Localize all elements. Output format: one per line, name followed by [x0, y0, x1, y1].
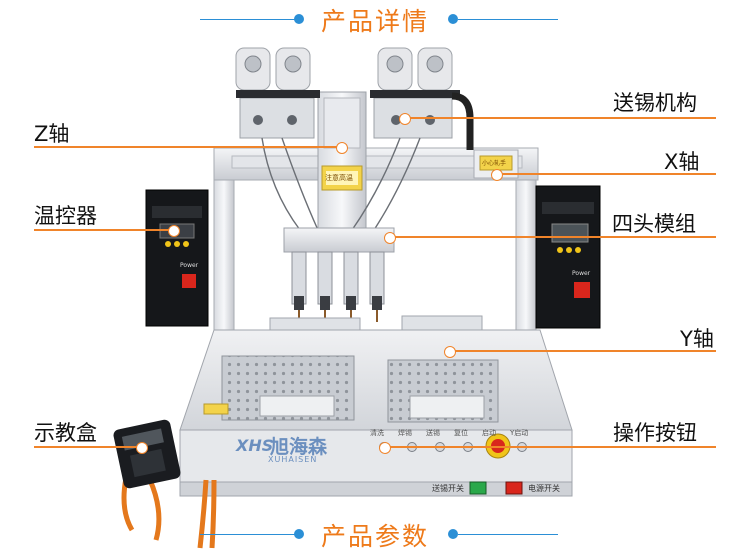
header-line-left: [200, 19, 296, 20]
temp-controller-right: [535, 185, 601, 329]
z-axis-column: [317, 91, 367, 233]
power-label-right: Power: [572, 270, 591, 277]
header-line-left: [200, 534, 296, 535]
callout-operation-buttons: 操作按钮: [613, 421, 697, 445]
power-label-left: Power: [180, 262, 199, 269]
header-dot-left: [294, 529, 304, 539]
callout-feed-mechanism: 送锡机构: [613, 91, 697, 115]
callout-z-axis: Z轴: [34, 122, 70, 146]
button-labels: 清洗 焊锡 送锡 复位 启动 Y启动: [370, 428, 540, 438]
brand-pinyin: XUHAISEN: [268, 455, 318, 464]
button-label: 复位: [454, 429, 468, 437]
gantry-frame: [213, 147, 539, 331]
leader-y-axis: [444, 346, 716, 358]
feed-tubes: [261, 137, 421, 231]
leader-feed-mechanism: [399, 113, 716, 125]
power-cable: [197, 479, 209, 549]
leader-temp-controller: [34, 225, 180, 237]
section-header-bottom: 产品参数: [0, 515, 750, 555]
callout-temp-controller: 温控器: [34, 204, 97, 228]
leader-x-axis: [491, 169, 716, 181]
teach-pendant: [113, 419, 181, 541]
header-dot-right: [448, 529, 458, 539]
leader-end: [136, 442, 148, 454]
callout-teach-box: 示教盒: [34, 421, 97, 445]
machine-base: [179, 329, 573, 497]
solder-feeder-right: [370, 47, 474, 150]
leader-end: [336, 142, 348, 154]
button-label: Y启动: [510, 429, 529, 437]
switch-left-label: 送锡开关: [432, 484, 464, 493]
leader-end: [491, 169, 503, 181]
solder-feeder-left: [235, 47, 320, 139]
brand-name: 旭海森: [270, 436, 328, 458]
section-title-top: 产品详情: [320, 7, 429, 36]
callout-y-axis: Y轴: [680, 327, 714, 351]
leader-four-head: [384, 232, 716, 244]
button-label: 焊锡: [398, 429, 412, 437]
button-label: 启动: [482, 429, 496, 437]
signal-cable: [209, 479, 217, 549]
callout-x-axis: X轴: [664, 150, 700, 174]
brand-logo: XHS: [236, 436, 274, 455]
warning-right-text: 小心轧手: [482, 160, 507, 167]
leader-operation-buttons: [379, 442, 716, 454]
warning-left-text: 注意高温: [325, 174, 353, 182]
leader-end: [168, 225, 180, 237]
leader-teach-box: [34, 442, 148, 454]
callout-four-head-module: 四头模组: [612, 212, 696, 236]
section-header-top: 产品详情: [0, 0, 750, 40]
four-head-module: [283, 227, 395, 322]
leader-z-axis: [34, 142, 348, 154]
button-label: 清洗: [370, 429, 384, 437]
leader-end: [384, 232, 396, 244]
header-line-right: [458, 19, 558, 20]
button-label: 送锡: [426, 429, 440, 437]
switch-right-label: 电源开关: [528, 484, 560, 493]
section-title-bottom: 产品参数: [320, 522, 429, 551]
leader-end: [399, 113, 411, 125]
leader-end: [444, 346, 456, 358]
leader-end: [379, 442, 391, 454]
header-dot-left: [294, 14, 304, 24]
header-line-right: [458, 534, 558, 535]
header-dot-right: [448, 14, 458, 24]
temp-controller-left: [145, 189, 209, 327]
